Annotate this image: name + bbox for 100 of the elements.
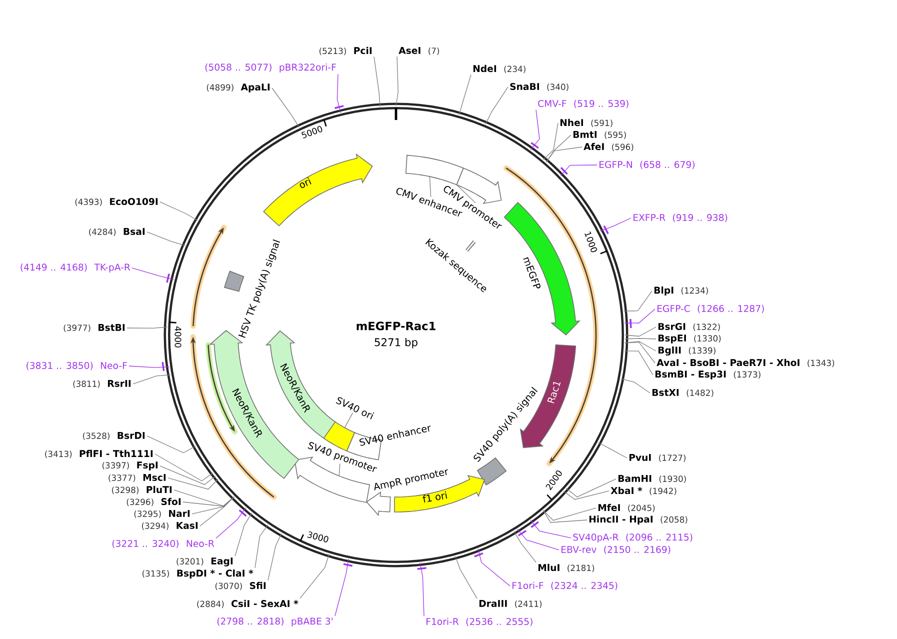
leader-line [234,512,252,556]
sequence-mark [465,240,476,252]
leader-line [429,176,432,198]
site-label: SnaBI (340) [510,82,568,91]
leader-line [396,56,398,106]
feature-label: SV40 enhancer [360,426,431,446]
leader-line [598,442,628,458]
primer-label: EBV-rev (2150 .. 2169) [562,546,670,554]
site-label: HincII - HpaI (2058) [589,515,688,524]
site-label: (3070) SfiI [215,582,266,590]
leader-line [485,86,508,125]
primer-label: (3221 .. 3240) Neo-R [112,540,214,548]
leader-line [514,530,536,563]
leader-line [542,508,596,521]
site-label: (3294) KasI [142,522,198,530]
leader-line [624,326,656,337]
leader-line [458,74,472,116]
map-feature [366,491,391,516]
leader-line [132,374,171,384]
feature-label: SV40 ori [336,397,374,420]
leader-line [624,338,656,340]
site-label: BsmBI - Esp3I (1373) [655,370,760,380]
leader-line [478,548,510,586]
site-label: AfeI (596) [584,142,634,152]
leader-line [563,490,610,500]
site-label: NdeI (234) [473,64,526,74]
leader-line [160,466,216,485]
leader-line [624,342,656,364]
leader-line [334,558,349,616]
site-label: BglII (1339) [658,346,716,356]
primer-label: (5058 .. 5077) pBR322ori-F [205,63,336,72]
site-label: (3201) EagI [176,558,233,566]
leader-line [624,308,656,324]
leader-line [216,507,246,539]
leader-line [344,412,354,428]
leader-line [624,350,654,376]
leader-line [530,109,540,150]
site-label: (4899) ApaLI [206,84,270,92]
site-label: (5213) PciI [320,46,372,56]
leader-line [168,478,218,490]
site-label: (3377) MscI [108,474,166,482]
site-label: BamHI (1930) [618,475,686,483]
site-label: (3135) BspDI * - ClaI * [142,569,254,578]
site-label: BstXI (1482) [652,389,714,397]
site-label: (4284) BsaI [89,228,145,236]
primer-label: EXFP-R (919 .. 938) [634,214,728,222]
scale-number: 1000 [584,232,598,252]
site-label: PvuI (1727) [629,454,686,462]
site-label: MluI (2181) [538,564,594,572]
leader-line [623,290,652,312]
primer-label: EGFP-N (658 .. 679) [600,160,694,170]
leader-line [338,463,340,476]
site-label: BlpI (1234) [654,286,708,296]
primer-label: F1ori-R (2536 .. 2555) [426,618,532,626]
scale-number: 5000 [301,126,322,138]
site-label: (3413) PflFI - Tth111I [45,450,153,458]
site-label: BmtI (595) [573,131,626,139]
map-feature: ori [263,153,373,226]
site-label: MfeI (2045) [598,504,655,512]
leader-line [542,122,558,160]
primer-label: SV40pA-R (2096 .. 2115) [573,534,692,542]
leader-line [560,164,598,176]
site-label: (3295) NarI [134,510,190,518]
site-label: AvaI - BsoBI - PaeR7I - XhoI (1343) [656,358,834,368]
leader-line [132,268,174,280]
site-label: (3811) RsrII [73,380,131,388]
leader-line [128,366,170,368]
site-label: AseI (7) [398,47,440,55]
leader-line [456,184,476,204]
leader-line [146,436,196,454]
primer-label: (3831 .. 3850) Neo-F [26,362,127,370]
site-label: BsrGI (1322) [658,322,720,331]
site-label: (3977) BstBI [64,324,125,332]
primer-label: F1ori-F (2324 .. 2345) [512,582,618,590]
site-label: NheI (591) [560,118,612,128]
leader-line [566,478,616,498]
site-label: (3298) PluTI [112,486,172,494]
leader-line [146,232,186,246]
leader-line [336,74,341,114]
site-label: (3296) SfoI [126,498,181,506]
leader-line [126,326,168,329]
scale-number: 4000 [174,326,182,348]
primer-label: CMV-F (519 .. 539) [538,100,628,108]
leader-line [272,88,300,128]
site-label: (2884) CsiI - SexAI * [197,600,298,608]
site-label: DraIII (2411) [479,600,542,608]
leader-line [374,56,380,107]
leader-line [300,554,330,599]
leader-line [154,454,214,482]
scale-number: 3000 [307,531,328,542]
leader-line [182,496,234,507]
leader-line [454,556,478,599]
site-label: BspEI (1330) [658,334,721,344]
leader-line [420,562,424,617]
leader-line [517,528,560,550]
leader-line [530,520,572,538]
leader-line [600,218,632,232]
primer-label: EGFP-C (1266 .. 1287) [658,304,764,314]
leader-line [160,202,198,221]
site-label: (3397) FspI [102,462,158,470]
